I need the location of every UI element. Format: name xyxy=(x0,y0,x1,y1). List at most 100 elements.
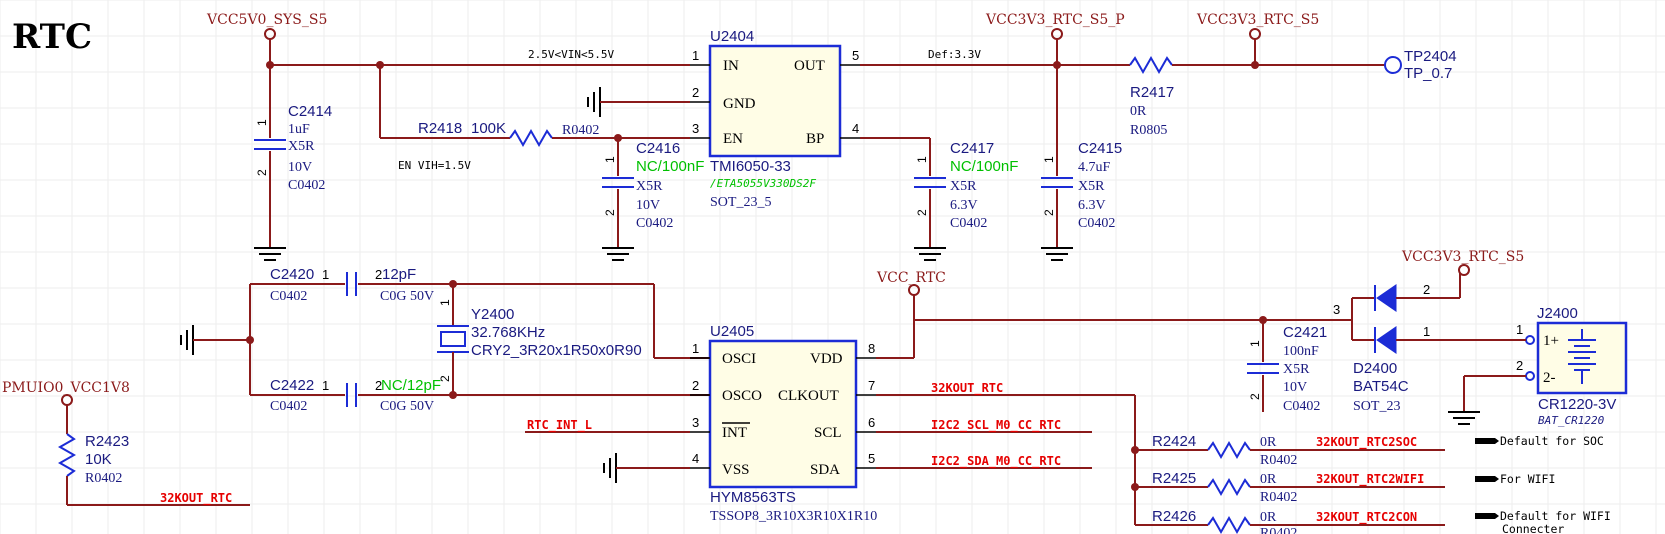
vcc3v3-p-power-port: VCC3V3_RTC_S5_P xyxy=(985,12,1125,176)
capacitor-c2420: C2420 1 2 12pF C0402 C0G 50V xyxy=(270,266,434,304)
capacitor-c2417: 1 2 C2417 NC/100nF X5R 6.3V C0402 xyxy=(914,138,1018,248)
svg-text:4: 4 xyxy=(852,121,859,136)
svg-text:NC/100nF: NC/100nF xyxy=(950,158,1018,175)
svg-text:SCL: SCL xyxy=(814,425,842,441)
con-net-label: 32KOUT_RTC2CON xyxy=(1316,510,1417,525)
capacitor-c2416: 1 2 C2416 NC/100nF X5R 10V C0402 xyxy=(602,138,704,248)
c2414-ref: C2414 xyxy=(288,103,332,120)
r2418-ref: R2418 xyxy=(418,120,462,137)
svg-text:2: 2 xyxy=(438,375,452,382)
svg-text:Default for SOC: Default for SOC xyxy=(1500,434,1604,448)
scl-net-label: I2C2_SCL_M0_CC_RTC xyxy=(931,418,1061,433)
svg-text:CLKOUT: CLKOUT xyxy=(778,388,839,404)
svg-text:7: 7 xyxy=(868,378,875,393)
c2422-ref: C2422 xyxy=(270,377,314,394)
wifi-net-label: 32KOUT_RTC2WIFI xyxy=(1316,472,1424,487)
vout-default-note: Def:3.3V xyxy=(928,48,981,61)
vcc3v3-power-port: VCC3V3_RTC_S5 xyxy=(1196,12,1319,65)
svg-text:IN: IN xyxy=(723,58,739,74)
svg-text:0R: 0R xyxy=(1130,104,1147,119)
y2400-ref: Y2400 xyxy=(471,306,514,323)
capacitor-c2415: 1 2 C2415 4.7uF X5R 6.3V C0402 xyxy=(1041,140,1122,248)
svg-text:1: 1 xyxy=(1248,340,1262,347)
svg-text:BAT_CR1220: BAT_CR1220 xyxy=(1538,414,1605,427)
svg-text:SDA: SDA xyxy=(810,462,840,478)
ground-symbol xyxy=(602,247,634,261)
svg-text:R0402: R0402 xyxy=(1260,526,1297,534)
svg-text:1uF: 1uF xyxy=(288,122,310,137)
en-threshold-note: EN VIH=1.5V xyxy=(398,159,471,172)
svg-text:NC/100nF: NC/100nF xyxy=(636,158,704,175)
capacitor-c2421: 1 2 C2421 100nF X5R 10V C0402 xyxy=(1247,320,1327,414)
ground-symbol-crystal xyxy=(180,325,194,355)
svg-text:2: 2 xyxy=(1423,282,1430,297)
svg-text:1: 1 xyxy=(915,156,929,163)
soc-net-label: 32KOUT_RTC2SOC xyxy=(1316,435,1417,450)
svg-text:1: 1 xyxy=(603,156,617,163)
test-point-tp2404: TP2404 TP_0.7 xyxy=(1384,48,1457,82)
svg-text:R0402: R0402 xyxy=(562,123,599,138)
svg-text:R0402: R0402 xyxy=(1260,490,1297,505)
svg-text:For WIFI: For WIFI xyxy=(1500,472,1555,486)
svg-text:PMUIO0_VCC1V8: PMUIO0_VCC1V8 xyxy=(2,380,130,396)
crystal-y2400: 1 2 Y2400 32.768KHz CRY2_3R20x1R50x0R90 xyxy=(437,284,642,395)
svg-text:C0402: C0402 xyxy=(950,216,987,231)
resistor-r2418 xyxy=(509,128,553,148)
svg-text:X5R: X5R xyxy=(1078,179,1105,194)
svg-text:1: 1 xyxy=(255,119,269,126)
svg-text:0R: 0R xyxy=(1260,472,1277,487)
svg-text:BAT54C: BAT54C xyxy=(1353,378,1409,395)
vin-range-note: 2.5V<VIN<5.5V xyxy=(528,48,614,61)
ldo-u2404: U2404 1 2 3 5 4 IN GND EN OUT BP TMI6050… xyxy=(690,28,860,210)
svg-text:R2424: R2424 xyxy=(1152,433,1196,450)
svg-text:VCC3V3_RTC_S5: VCC3V3_RTC_S5 xyxy=(1196,12,1319,28)
svg-text:R2425: R2425 xyxy=(1152,470,1196,487)
svg-text:1: 1 xyxy=(1042,156,1056,163)
j2400-ref: J2400 xyxy=(1537,305,1578,322)
svg-text:2: 2 xyxy=(692,85,699,100)
svg-text:EN: EN xyxy=(723,131,743,147)
svg-text:TP_0.7: TP_0.7 xyxy=(1404,65,1452,82)
svg-text:1: 1 xyxy=(1516,322,1523,337)
svg-text:C0402: C0402 xyxy=(1283,399,1320,414)
svg-text:10V: 10V xyxy=(636,198,660,213)
svg-text:R0402: R0402 xyxy=(85,471,122,486)
battery-j2400: J2400 1 2 1+ 2- CR1220-3V BAT_CR1220 xyxy=(1516,305,1628,427)
svg-text:4: 4 xyxy=(692,451,699,466)
u2405-ref: U2405 xyxy=(710,323,754,340)
svg-text:C0402: C0402 xyxy=(270,399,307,414)
svg-text:3: 3 xyxy=(692,415,699,430)
ground-symbol-left xyxy=(587,87,601,117)
svg-text:1: 1 xyxy=(322,378,329,393)
svg-text:R2426: R2426 xyxy=(1152,508,1196,525)
svg-text:32.768KHz: 32.768KHz xyxy=(471,324,545,341)
svg-text:X5R: X5R xyxy=(636,179,663,194)
svg-text:12pF: 12pF xyxy=(382,266,416,283)
svg-text:C0G 50V: C0G 50V xyxy=(380,399,434,414)
ground-symbol xyxy=(254,247,286,261)
svg-text:TMI6050-33: TMI6050-33 xyxy=(710,158,791,175)
resistor-r2426 xyxy=(1207,515,1251,534)
svg-text:2: 2 xyxy=(915,209,929,216)
svg-text:TSSOP8_3R10X3R10X1R10: TSSOP8_3R10X3R10X1R10 xyxy=(710,509,877,524)
svg-text:VSS: VSS xyxy=(722,462,750,478)
ground-symbol xyxy=(914,247,946,261)
svg-text:0R: 0R xyxy=(1260,510,1277,525)
resistor-r2417 xyxy=(1129,55,1173,75)
sda-net-label: I2C2_SDA_M0_CC_RTC xyxy=(931,454,1061,469)
vcc5v0-power-port: VCC5V0_SYS_S5 xyxy=(206,12,327,65)
svg-text:2: 2 xyxy=(1516,358,1523,373)
svg-text:X5R: X5R xyxy=(950,179,977,194)
svg-text:NC/12pF: NC/12pF xyxy=(381,377,441,394)
svg-text:X5R: X5R xyxy=(1283,362,1310,377)
svg-text:CR1220-3V: CR1220-3V xyxy=(1538,396,1616,413)
svg-text:INT: INT xyxy=(722,425,747,441)
svg-text:C0402: C0402 xyxy=(270,289,307,304)
c2420-ref: C2420 xyxy=(270,266,314,283)
svg-text:CRY2_3R20x1R50x0R90: CRY2_3R20x1R50x0R90 xyxy=(471,342,642,359)
svg-text:C0402: C0402 xyxy=(1078,216,1115,231)
svg-text:VCC_RTC: VCC_RTC xyxy=(876,270,946,286)
c2421-ref: C2421 xyxy=(1283,324,1327,341)
svg-text:C0402: C0402 xyxy=(288,178,325,193)
